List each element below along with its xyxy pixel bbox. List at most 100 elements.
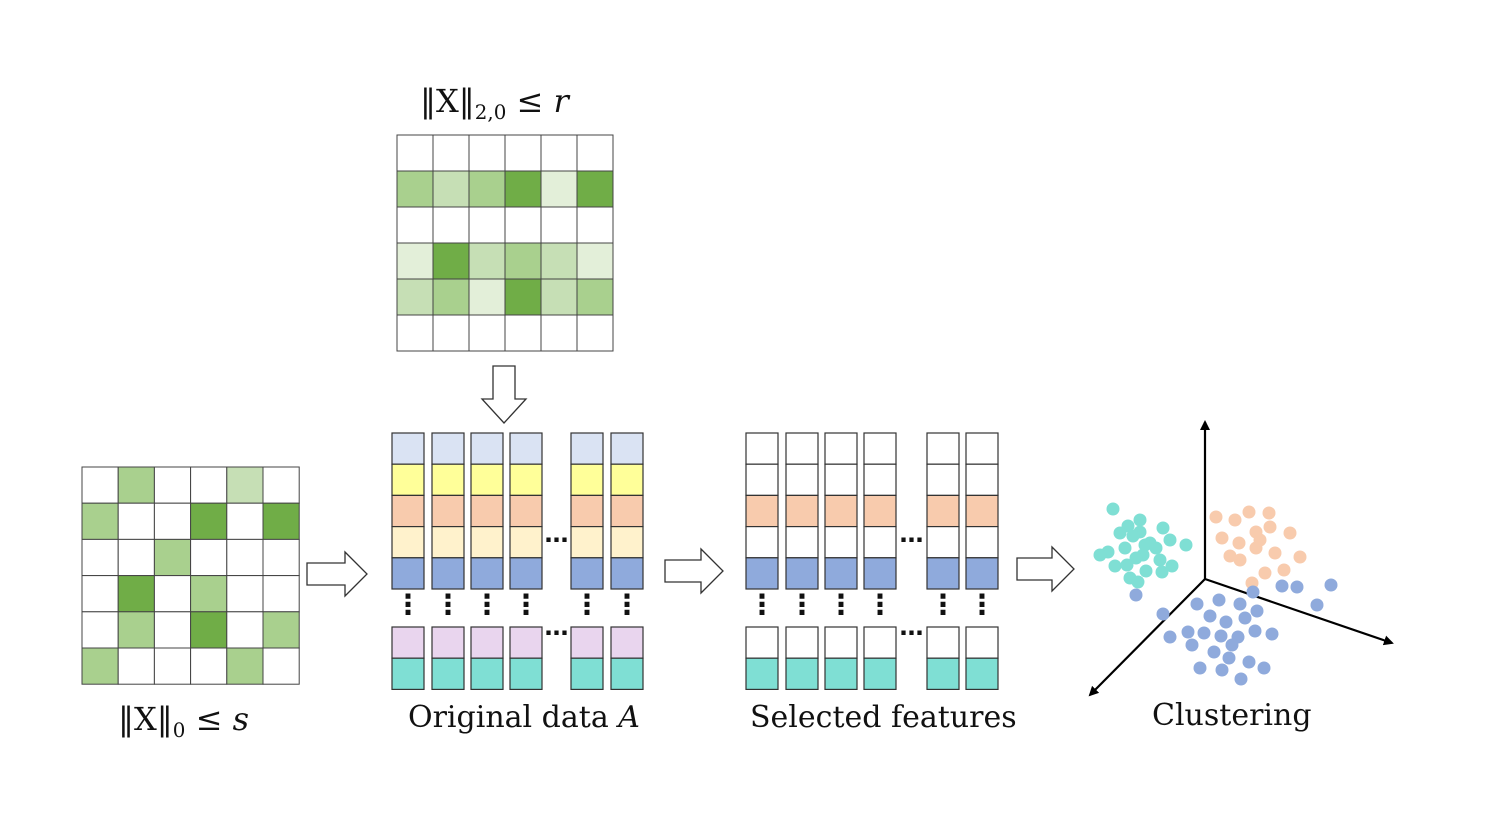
blue-point (1190, 597, 1204, 611)
selected-features-vdots: ⋮ (968, 588, 996, 621)
selected-features-vdots: ⋮ (788, 588, 816, 621)
original-data-cell (509, 494, 543, 528)
right-arrow-1 (306, 550, 368, 598)
selected-features-cell (745, 557, 779, 590)
top-matrix-cell (576, 278, 614, 316)
left-matrix-element-sparse (81, 466, 300, 685)
right-arrow-2 (664, 547, 724, 595)
teal-point (1108, 559, 1122, 573)
original-data-ellipsis: ⋯ (545, 619, 569, 647)
original-data-cell (470, 494, 504, 528)
selected-features-cell (926, 657, 960, 691)
original-data-cell (470, 432, 504, 465)
orange-point (1228, 513, 1242, 527)
top-matrix-cell (468, 170, 506, 208)
left-matrix-cell (226, 466, 264, 504)
left-matrix-cell (81, 611, 119, 649)
left-matrix-cell (262, 611, 300, 649)
selected-features-cell (785, 657, 819, 691)
orange-point (1262, 506, 1276, 520)
teal-point (1120, 558, 1134, 572)
top-matrix-cell (576, 134, 614, 172)
left-matrix-cell (81, 647, 119, 685)
left-matrix-cell (153, 647, 192, 685)
top-matrix-cell (396, 314, 434, 352)
original-data-cell (391, 463, 425, 497)
original-data-cell (610, 463, 644, 497)
selected-features-cell (824, 557, 858, 590)
selected-features-vdots: ⋮ (866, 588, 894, 621)
top-matrix-cell (432, 170, 470, 208)
blue-point (1290, 580, 1304, 594)
top-matrix-cell (504, 206, 542, 244)
original-data-cell (391, 626, 425, 659)
original-data-cell (509, 463, 543, 497)
blue-point (1238, 611, 1252, 625)
selected-features-cell (965, 494, 999, 528)
blue-point (1275, 579, 1289, 593)
teal-point (1149, 541, 1163, 555)
selected-features-ellipsis: ⋯ (900, 619, 924, 647)
clustering-plot (1088, 420, 1394, 697)
left-matrix-cell (226, 611, 264, 649)
teal-point (1155, 565, 1169, 579)
right-arrow-3 (1016, 545, 1075, 593)
selected-features-cell (785, 432, 819, 465)
orange-point (1242, 505, 1256, 519)
selected-features-cell (863, 626, 897, 659)
clustering-label: Clustering (1152, 698, 1312, 733)
teal-point (1163, 533, 1177, 547)
selected-features-cell (824, 525, 858, 559)
original-data-cell (391, 557, 425, 590)
original-data-cell (431, 525, 465, 559)
top-matrix-cell (468, 206, 506, 244)
selected-features-cell (965, 432, 999, 465)
selected-features-cell (965, 657, 999, 691)
top-constraint-label: ‖X‖2,0 ≤ r (420, 82, 569, 124)
selected-features-cell (965, 525, 999, 559)
selected-features-cell (824, 657, 858, 691)
selected-features-cell (863, 432, 897, 465)
original-data-cell (570, 657, 604, 691)
orange-point (1268, 546, 1282, 560)
original-data-ellipsis: ⋯ (545, 526, 569, 554)
original-data-cell (509, 525, 543, 559)
left-matrix-cell (117, 575, 155, 613)
original-data-cell (391, 657, 425, 691)
selected-features-ellipsis: ⋯ (900, 526, 924, 554)
top-matrix-cell (576, 170, 614, 208)
x-axis (1204, 577, 1394, 646)
selected-features-vdots: ⋮ (929, 588, 957, 621)
blue-point (1215, 663, 1229, 677)
teal-point (1179, 538, 1193, 552)
top-matrix-cell (504, 278, 542, 316)
left-matrix-cell (190, 502, 228, 540)
original-data-cell (610, 525, 644, 559)
left-matrix-cell (190, 611, 228, 649)
left-matrix-cell (226, 575, 264, 613)
blue-point (1248, 624, 1262, 638)
original-data-cell (431, 494, 465, 528)
top-matrix-cell (540, 170, 578, 208)
original-data-vdots: ⋮ (573, 588, 601, 621)
left-matrix-cell (81, 502, 119, 540)
teal-point (1138, 538, 1152, 552)
original-data-cell (470, 626, 504, 659)
top-matrix-cell (504, 314, 542, 352)
left-matrix-cell (226, 502, 264, 540)
blue-point (1129, 588, 1143, 602)
teal-point (1156, 521, 1170, 535)
selected-features-cell (863, 557, 897, 590)
left-matrix-cell (226, 538, 264, 577)
top-matrix-cell (432, 278, 470, 316)
top-matrix-cell (432, 242, 470, 280)
selected-features-cell (965, 557, 999, 590)
blue-point (1193, 661, 1207, 675)
orange-point (1233, 553, 1247, 567)
selected-features-vdots: ⋮ (748, 588, 776, 621)
left-matrix-cell (153, 466, 192, 504)
top-matrix-cell (396, 170, 434, 208)
selected-features-cell (824, 626, 858, 659)
teal-point (1165, 559, 1179, 573)
selected-features-cell (824, 494, 858, 528)
